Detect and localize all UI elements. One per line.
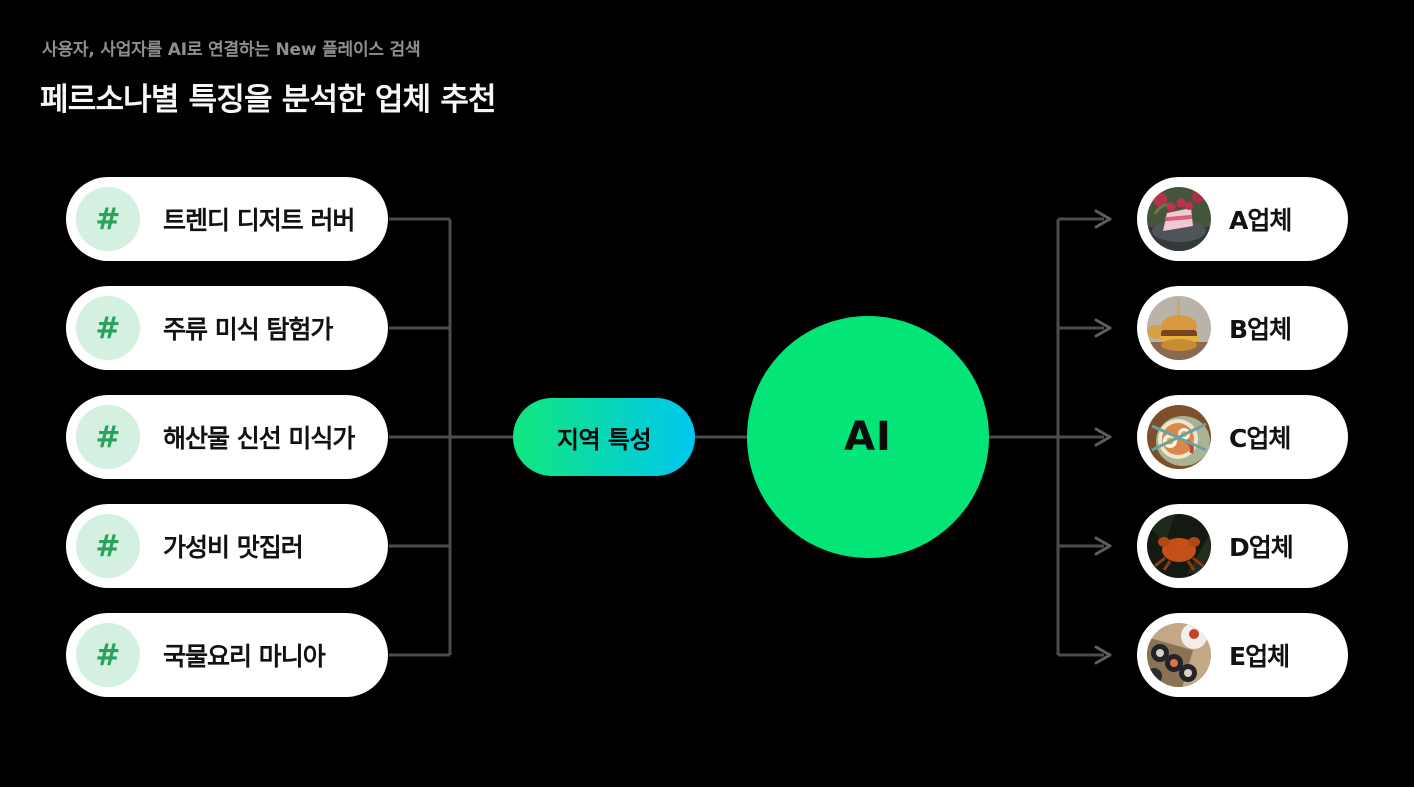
company-pill-c: C업체 bbox=[1137, 395, 1348, 479]
dessert-cake-photo bbox=[1147, 187, 1211, 251]
persona-label: 해산물 신선 미식가 bbox=[163, 424, 355, 453]
burger-photo bbox=[1147, 296, 1211, 360]
persona-pill-value-foodie: # 가성비 맛집러 bbox=[66, 504, 388, 588]
company-pill-d: D업체 bbox=[1137, 504, 1348, 588]
persona-label: 주류 미식 탐험가 bbox=[163, 315, 333, 344]
hashtag-icon: # bbox=[76, 296, 140, 360]
persona-pill-seafood-gourmet: # 해산물 신선 미식가 bbox=[66, 395, 388, 479]
page-title: 페르소나별 특징을 분석한 업체 추천 bbox=[40, 82, 497, 118]
crab-dish-photo bbox=[1147, 514, 1211, 578]
company-pill-b: B업체 bbox=[1137, 286, 1348, 370]
persona-label: 트렌디 디저트 러버 bbox=[163, 206, 355, 235]
company-pill-a: A업체 bbox=[1137, 177, 1348, 261]
persona-pill-drinks-explorer: # 주류 미식 탐험가 bbox=[66, 286, 388, 370]
noodle-bowl-photo bbox=[1147, 405, 1211, 469]
hashtag-icon: # bbox=[76, 514, 140, 578]
persona-pill-trendy-dessert: # 트렌디 디저트 러버 bbox=[66, 177, 388, 261]
sushi-rolls-photo bbox=[1147, 623, 1211, 687]
company-label: D업체 bbox=[1229, 533, 1294, 562]
hashtag-icon: # bbox=[76, 623, 140, 687]
company-label: A업체 bbox=[1229, 206, 1292, 235]
hashtag-icon: # bbox=[76, 405, 140, 469]
region-feature-node: 지역 특성 bbox=[513, 398, 695, 476]
slide-subtitle: 사용자, 사업자를 AI로 연결하는 New 플레이스 검색 bbox=[42, 40, 421, 60]
ai-node: AI bbox=[747, 316, 989, 558]
company-label: E업체 bbox=[1229, 642, 1290, 671]
hashtag-icon: # bbox=[76, 187, 140, 251]
company-pill-e: E업체 bbox=[1137, 613, 1348, 697]
persona-pill-soup-mania: # 국물요리 마니아 bbox=[66, 613, 388, 697]
company-label: C업체 bbox=[1229, 424, 1291, 453]
persona-label: 국물요리 마니아 bbox=[163, 642, 326, 671]
company-label: B업체 bbox=[1229, 315, 1292, 344]
persona-label: 가성비 맛집러 bbox=[163, 533, 304, 562]
